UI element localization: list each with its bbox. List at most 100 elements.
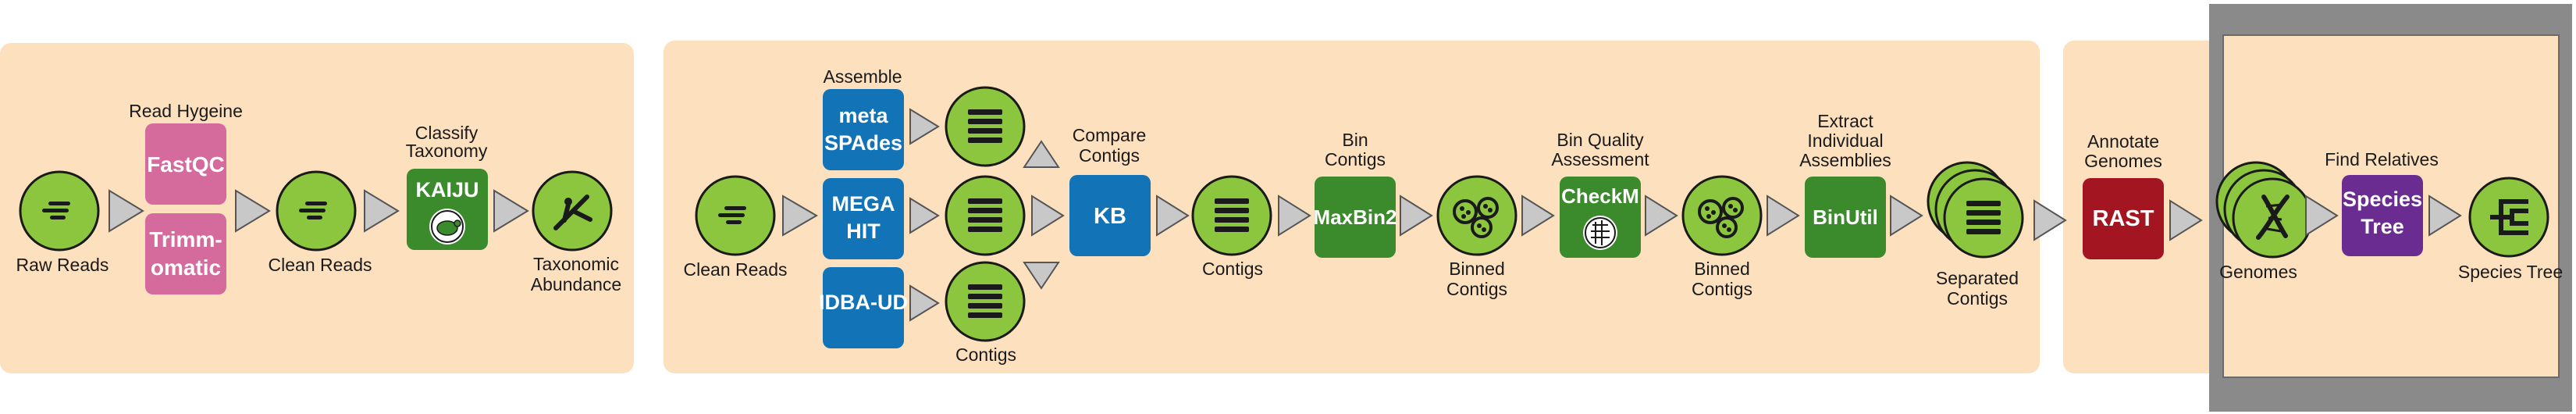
bin-label-2: Contigs	[1325, 149, 1386, 170]
find-relatives-label: Find Relatives	[2325, 149, 2439, 170]
svg-text:RAST: RAST	[2093, 206, 2154, 231]
taxonomic-abundance-node[interactable]	[532, 170, 613, 252]
dna-icon	[2256, 195, 2290, 240]
arrow	[1767, 195, 1800, 237]
taxonomic-abundance-label-1: Taxonomic	[533, 254, 619, 274]
genomes-label: Genomes	[2219, 262, 2297, 282]
arrow	[1645, 195, 1678, 237]
clean-reads-label-2: Clean Reads	[684, 259, 788, 280]
svg-text:omatic: omatic	[151, 255, 221, 280]
species-tree-label: Species Tree	[2458, 262, 2563, 282]
binned-contigs-2-label-2: Contigs	[1692, 279, 1752, 299]
svg-text:Trimm-: Trimm-	[149, 227, 222, 252]
arrow	[782, 195, 818, 237]
binned-contigs-label-2: Contigs	[1446, 279, 1507, 299]
tree-icon	[553, 195, 592, 230]
arrow	[2033, 199, 2067, 241]
svg-text:KAIJU: KAIJU	[415, 178, 479, 202]
arrow	[109, 189, 144, 233]
arrow	[1890, 195, 1923, 237]
assemble-label: Assemble	[824, 66, 902, 87]
species-tree-button[interactable]: Species Tree	[2342, 175, 2423, 256]
svg-text:KB: KB	[1094, 204, 1126, 229]
separated-contigs-label-1: Separated	[1936, 268, 2019, 288]
binutil-button[interactable]: BinUtil	[1805, 177, 1886, 258]
extract-label-1: Extract	[1817, 111, 1873, 131]
contigs-node[interactable]	[1191, 175, 1272, 256]
svg-text:IDBA-UD: IDBA-UD	[819, 291, 908, 314]
binned-contigs-label-1: Binned	[1449, 259, 1505, 279]
arrow	[1400, 195, 1433, 237]
svg-text:MaxBin2: MaxBin2	[1314, 205, 1397, 229]
svg-text:MEGA: MEGA	[832, 192, 895, 216]
genomes-node[interactable]	[2215, 161, 2313, 259]
arrow	[1521, 195, 1555, 237]
arrow	[2428, 195, 2462, 237]
svg-text:Species: Species	[2343, 187, 2422, 211]
megahit-button[interactable]: MEGA HIT	[823, 178, 904, 259]
arrow	[909, 197, 940, 234]
taxonomic-abundance-label-2: Abundance	[531, 274, 621, 294]
extract-label-3: Assemblies	[1799, 150, 1891, 170]
rast-button[interactable]: RAST	[2083, 178, 2164, 259]
clean-reads-node-2[interactable]	[695, 175, 776, 256]
svg-text:BinUtil: BinUtil	[1813, 205, 1878, 229]
read-hygeine-label: Read Hygeine	[129, 101, 243, 121]
contigs-label-bottom: Contigs	[955, 344, 1016, 365]
arrow	[1278, 195, 1311, 237]
fastqc-button[interactable]: FastQC	[145, 123, 226, 205]
classify-label-1: Classify	[415, 123, 479, 143]
binned-contigs-node[interactable]	[1436, 175, 1517, 256]
svg-text:CheckM: CheckM	[1561, 184, 1639, 208]
checkm-grid-icon	[1583, 216, 1617, 250]
quality-label-2: Assessment	[1551, 149, 1649, 170]
compare-label-2: Contigs	[1079, 145, 1140, 166]
contigs-node-idba[interactable]	[945, 261, 1026, 342]
raw-reads-node[interactable]	[19, 170, 100, 252]
contigs-node-megahit[interactable]	[945, 175, 1026, 256]
svg-text:SPAdes: SPAdes	[824, 131, 902, 155]
arrow	[364, 189, 400, 233]
arrow	[909, 284, 940, 322]
kaiju-button[interactable]: KAIJU	[407, 169, 488, 250]
kb-button[interactable]: KB	[1069, 175, 1151, 256]
maxbin2-button[interactable]: MaxBin2	[1314, 177, 1397, 258]
clean-reads-node[interactable]	[276, 170, 357, 252]
separated-contigs-node[interactable]	[1927, 161, 2024, 259]
annotate-label-2: Genomes	[2084, 151, 2162, 171]
checkm-button[interactable]: CheckM	[1560, 177, 1641, 258]
svg-text:meta: meta	[838, 104, 888, 127]
kaiju-turtle-icon	[429, 209, 465, 244]
contigs-node-metaspades[interactable]	[945, 86, 1026, 167]
quality-label-1: Bin Quality	[1557, 130, 1644, 150]
compare-label-1: Compare	[1073, 125, 1147, 145]
merge-arrow-down	[1023, 262, 1060, 290]
binned-contigs-2-label-1: Binned	[1694, 259, 1750, 279]
arrow	[235, 189, 271, 233]
phylo-tree-icon	[2490, 199, 2528, 235]
svg-text:FastQC: FastQC	[147, 152, 225, 177]
classify-label-2: Taxonomy	[406, 141, 488, 161]
idba-ud-button[interactable]: IDBA-UD	[819, 267, 908, 348]
raw-reads-label: Raw Reads	[16, 255, 109, 275]
arrow	[909, 108, 940, 145]
svg-text:HIT: HIT	[846, 219, 881, 243]
species-tree-node[interactable]	[2468, 177, 2549, 258]
svg-text:Tree: Tree	[2361, 215, 2404, 238]
contigs-label: Contigs	[1202, 259, 1263, 279]
extract-label-2: Individual	[1807, 130, 1883, 151]
separated-contigs-label-2: Contigs	[1947, 288, 2008, 309]
arrow	[2169, 199, 2203, 241]
arrow	[493, 189, 529, 233]
bin-label-1: Bin	[1342, 130, 1368, 150]
trimmomatic-button[interactable]: Trimm- omatic	[145, 213, 226, 294]
binned-contigs-node-2[interactable]	[1681, 175, 1763, 256]
metaspades-button[interactable]: meta SPAdes	[823, 89, 904, 170]
merge-arrow-up	[1023, 140, 1060, 168]
arrow	[2305, 195, 2339, 237]
arrow	[1156, 195, 1190, 237]
clean-reads-label: Clean Reads	[269, 255, 372, 275]
annotate-label-1: Annotate	[2087, 131, 2159, 152]
arrow	[1031, 195, 1065, 237]
